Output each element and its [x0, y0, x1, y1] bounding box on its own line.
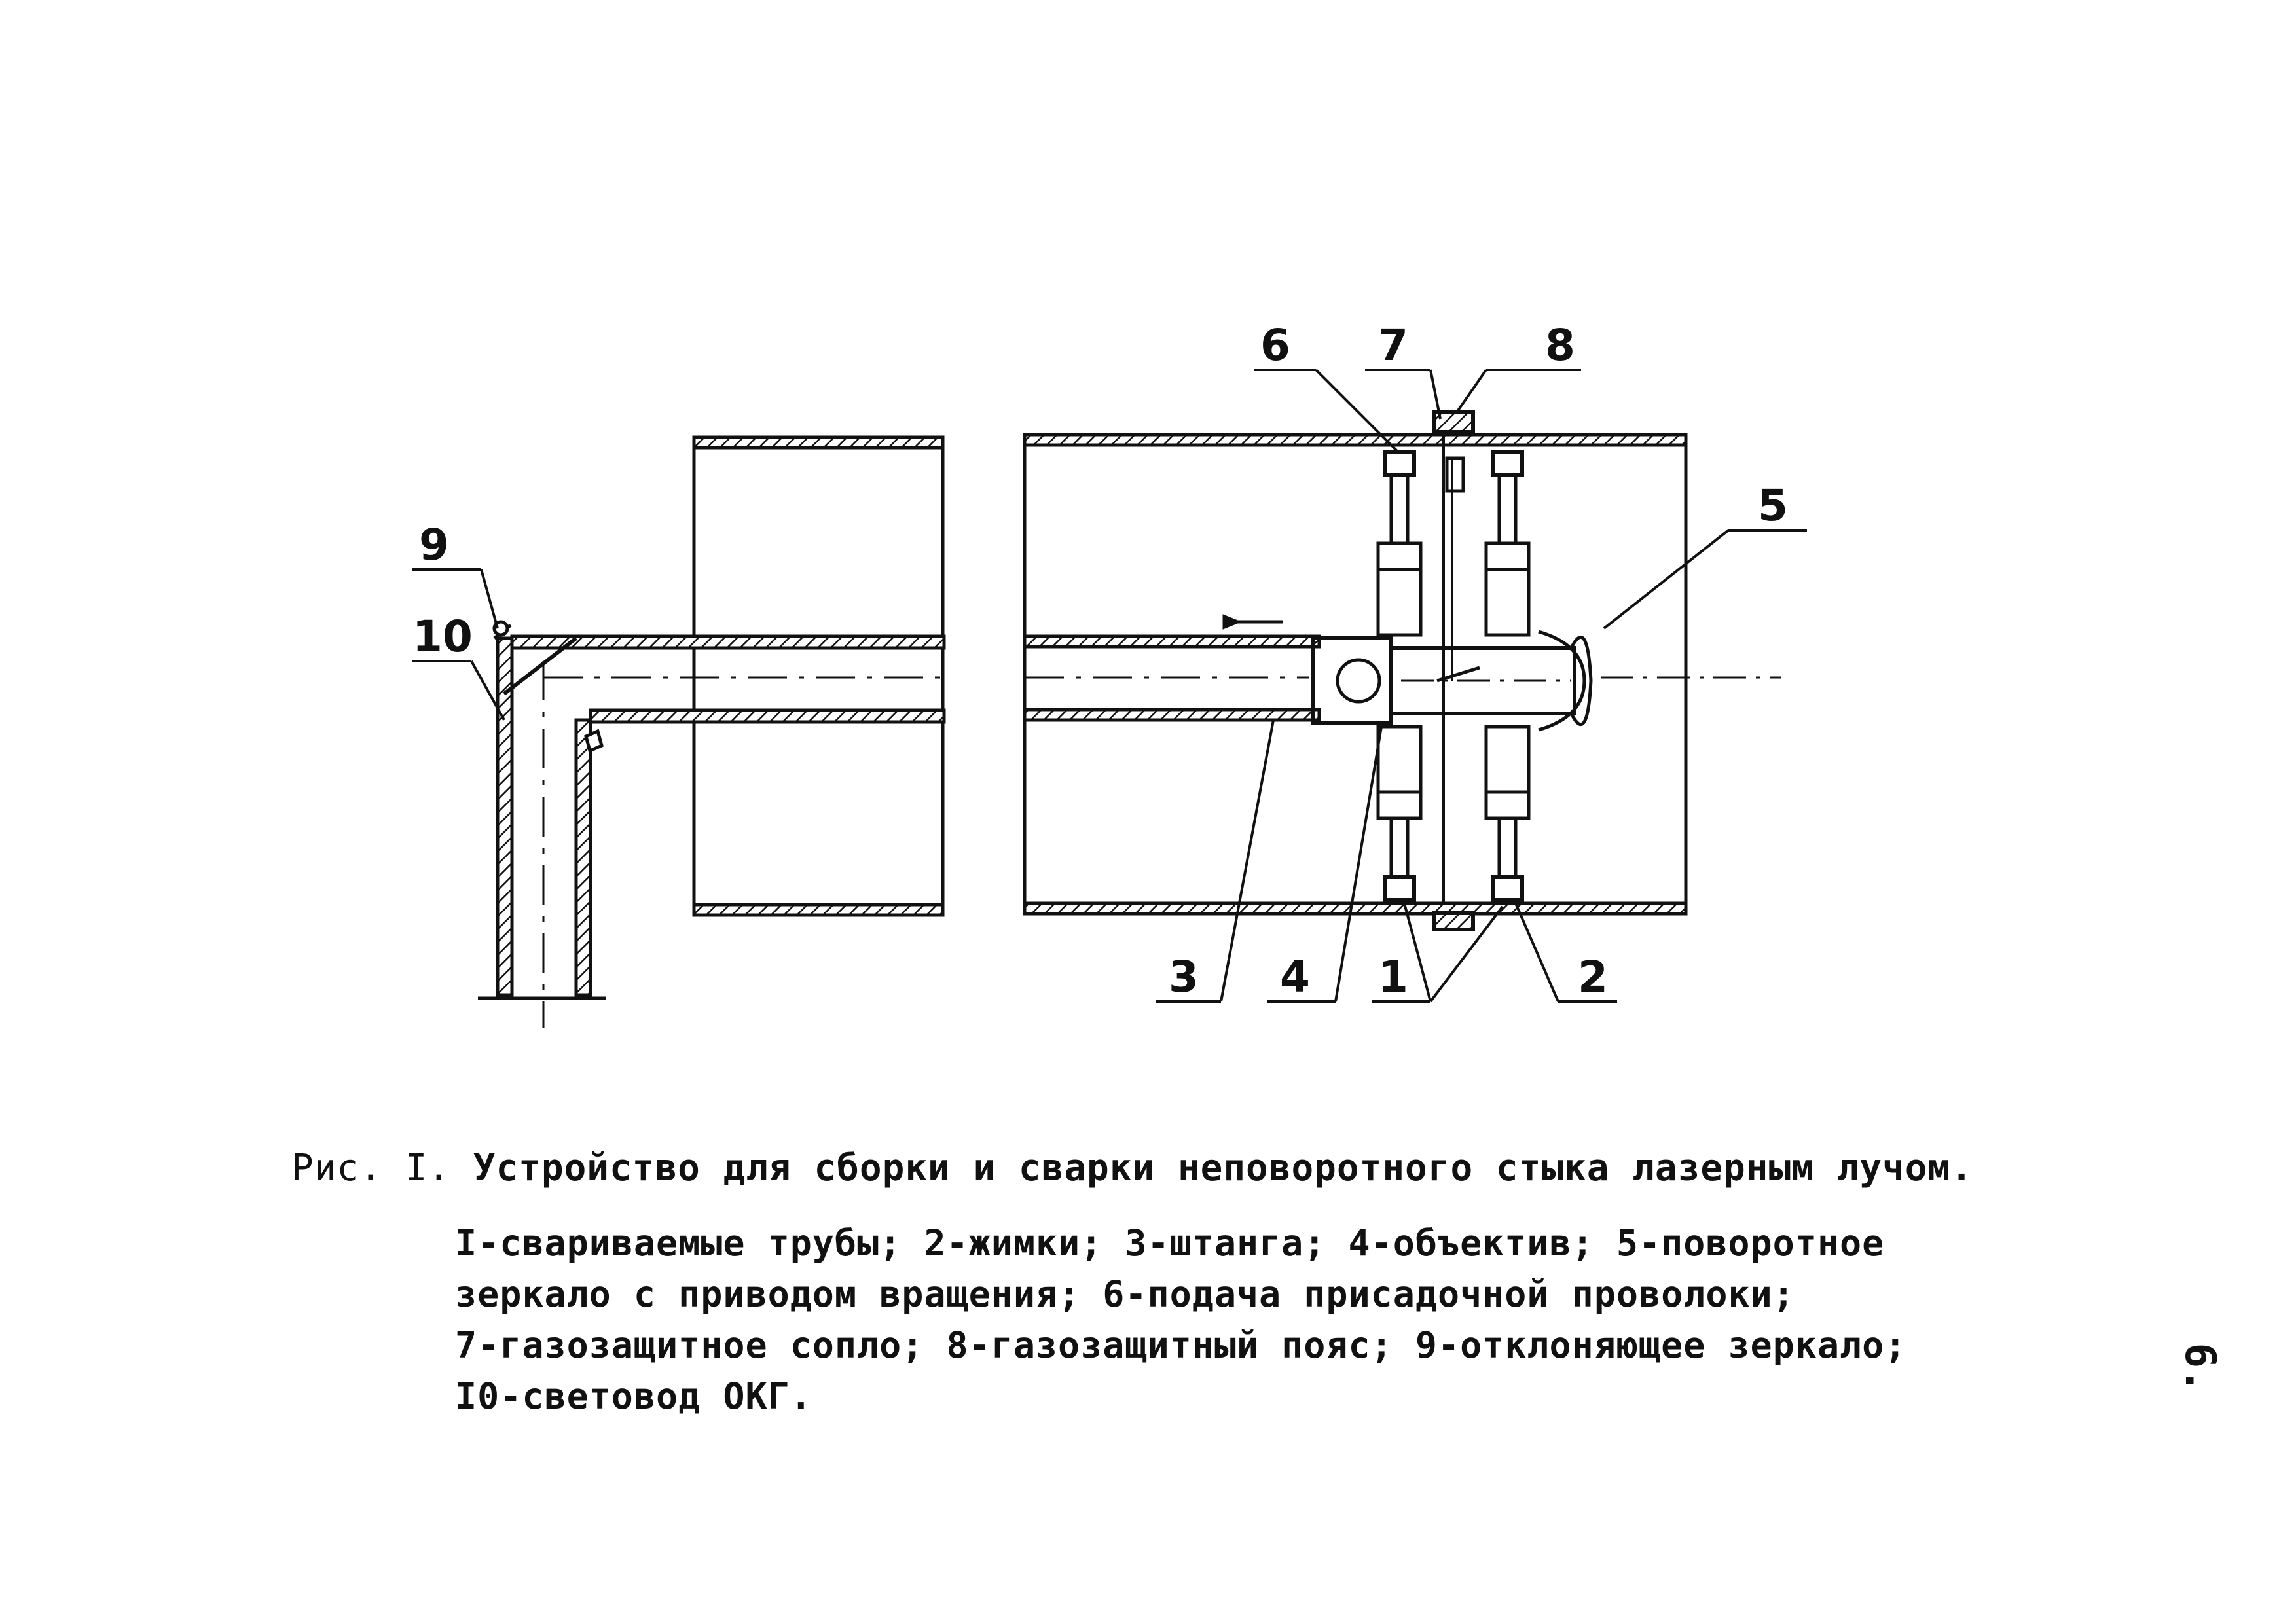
right-welded-pipe — [1023, 433, 1688, 916]
label-3: 3 — [1169, 952, 1199, 1002]
label-10: 10 — [412, 611, 473, 662]
figure-title: Устройство для сборки и сварки неповорот… — [473, 1147, 1973, 1189]
wire-feed-and-nozzle — [1432, 410, 1480, 931]
clamp-right — [1484, 450, 1531, 902]
legend-line: 7-газозащитное сопло; 8-газозащитный поя… — [455, 1324, 1907, 1366]
clamp-left — [1376, 450, 1423, 902]
left-welded-pipe — [692, 435, 945, 917]
legend-line: I0-световод ОКГ. — [455, 1375, 812, 1417]
label-1: 1 — [1378, 952, 1408, 1002]
label-9: 9 — [419, 520, 449, 570]
label-2: 2 — [1578, 952, 1608, 1002]
figure-legend: I-свариваемые трубы; 2-жимки; 3-штанга; … — [455, 1218, 1906, 1422]
label-7: 7 — [1378, 320, 1408, 370]
figure-number: Рис. I. — [291, 1147, 451, 1189]
figure-caption: Рис. I. Устройство для сборки и сварки н… — [291, 1147, 1973, 1189]
label-8: 8 — [1545, 320, 1575, 370]
label-4: 4 — [1280, 952, 1310, 1002]
light-guide — [478, 620, 946, 1028]
label-5: 5 — [1758, 480, 1788, 531]
rod-and-lens — [1023, 614, 1781, 732]
legend-line: зеркало с приводом вращения; 6-подача пр… — [455, 1273, 1795, 1315]
legend-line: I-свариваемые трубы; 2-жимки; 3-штанга; … — [455, 1222, 1885, 1264]
label-6: 6 — [1260, 320, 1290, 370]
leader-lines — [412, 369, 1807, 1003]
page-number: 6. — [2176, 1343, 2224, 1394]
